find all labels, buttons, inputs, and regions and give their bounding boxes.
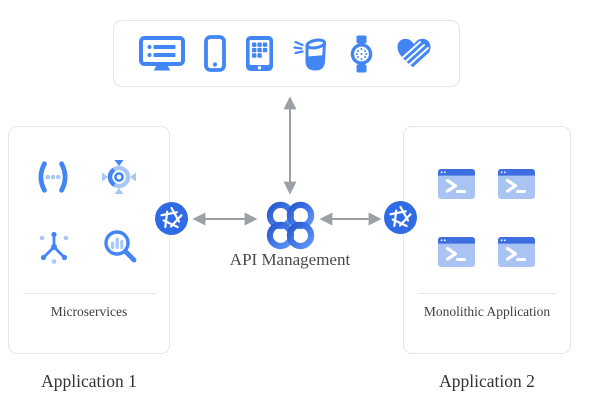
terminal-window-icon	[498, 237, 535, 267]
smart-watch-icon	[348, 35, 375, 73]
endpoints-gateway-right-icon	[384, 201, 417, 234]
api-management-clover-icon	[262, 197, 319, 254]
service-mesh-icon	[100, 158, 138, 196]
devices-box	[113, 20, 460, 87]
microservices-box: Microservices	[8, 126, 170, 354]
microservices-label: Microservices	[50, 304, 128, 319]
terminal-window-icon	[438, 169, 475, 199]
terminal-window-icon	[438, 237, 475, 267]
smartphone-icon	[204, 35, 226, 72]
monolithic-label: Monolithic Application	[423, 304, 551, 319]
desktop-icon	[139, 35, 185, 72]
application-2-label: Application 2	[439, 371, 535, 391]
endpoints-gateway-left-icon	[155, 202, 188, 235]
application-1-label: Application 1	[41, 371, 137, 391]
api-management-label: API Management	[229, 250, 351, 269]
smart-speaker-icon	[293, 35, 329, 73]
cluster-icon	[35, 228, 73, 266]
divider	[23, 293, 155, 294]
heart-hand-icon	[394, 36, 434, 71]
code-api-icon	[34, 159, 72, 195]
divider	[418, 293, 556, 294]
monolithic-box: Monolithic Application	[403, 126, 571, 354]
terminal-window-icon	[498, 169, 535, 199]
tablet-icon	[245, 35, 274, 72]
search-analytics-icon	[101, 228, 139, 266]
